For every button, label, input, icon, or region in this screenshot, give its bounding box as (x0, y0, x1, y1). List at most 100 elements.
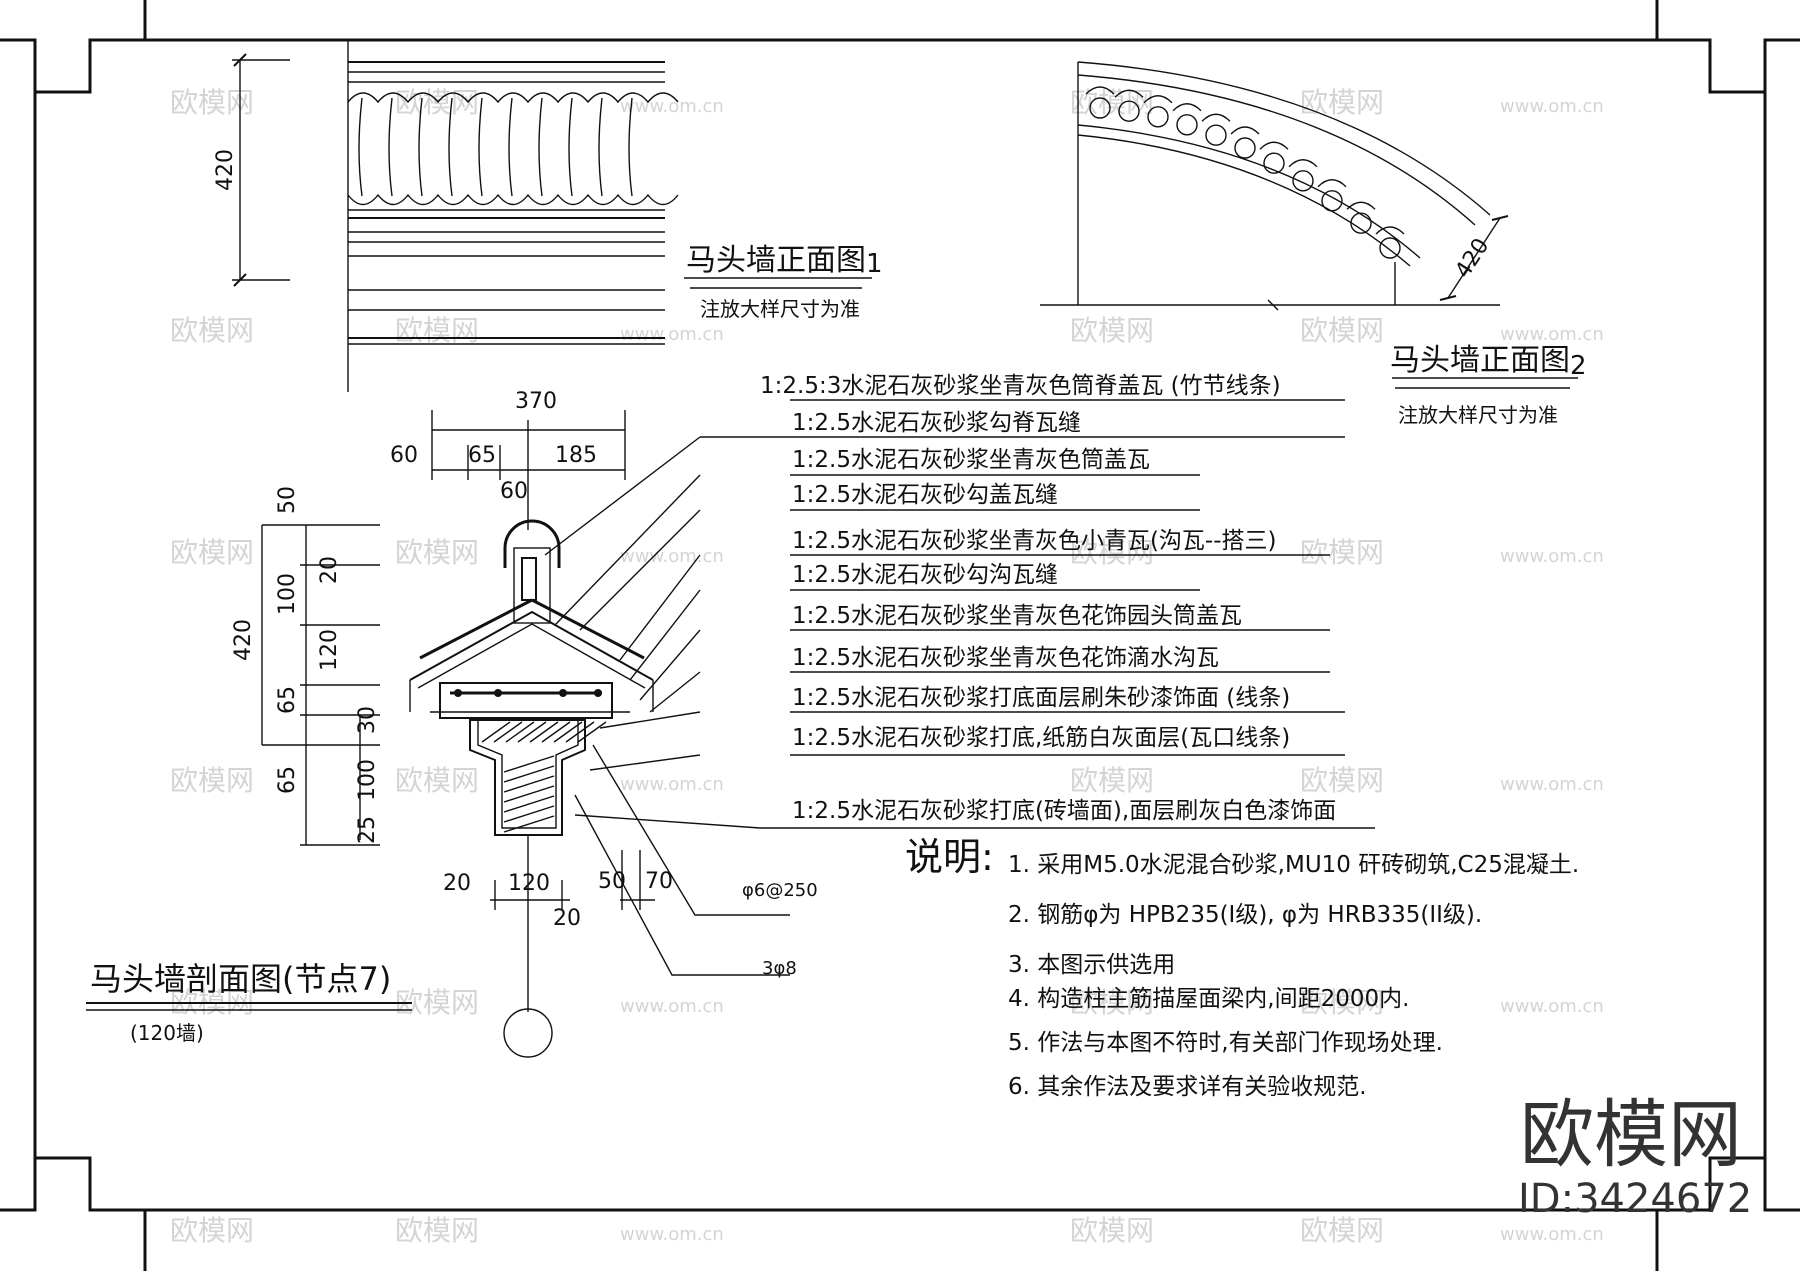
callout-list: 1:2.5:3水泥石灰砂浆坐青灰色筒脊盖瓦 (竹节线条) 1:2.5水泥石灰砂浆… (760, 373, 1336, 824)
elevation-2-note: 注放大样尺寸为准 (1398, 403, 1558, 427)
hatch-line (553, 721, 583, 743)
hatch-line (577, 721, 607, 743)
hatch-line (503, 815, 555, 833)
section-dim-bottom-70: 70 (645, 869, 673, 894)
section-dim-60-left: 60 (390, 443, 418, 468)
section-dim-370: 370 (515, 389, 557, 414)
section-dim-50: 50 (275, 486, 300, 514)
section-dim-60-center: 60 (500, 479, 528, 504)
roof-tile (1321, 190, 1343, 212)
elevation-2-title-number: 2 (1570, 351, 1587, 381)
section-dim-20: 20 (317, 556, 342, 584)
callout-text: 1:2.5水泥石灰砂浆打底(砖墙面),面层刷灰白色漆饰面 (792, 798, 1336, 824)
watermark-text: 欧模网 (170, 1214, 254, 1247)
watermark-text: 欧模网 (1070, 536, 1154, 569)
hatch-line (541, 721, 571, 743)
note-item: 3. 本图示供选用 (1008, 952, 1175, 978)
roof-tile-arc (1317, 179, 1347, 188)
roof-tile (1292, 170, 1314, 192)
roof-tile (1379, 237, 1401, 259)
roof-tile (538, 97, 543, 197)
hatch-line (493, 721, 523, 743)
roof-tile-arc (1375, 226, 1405, 235)
hatch-line (503, 795, 555, 813)
section-title: 马头墙剖面图(节点7) (90, 960, 391, 998)
watermark-text: 欧模网 (395, 764, 479, 797)
roof-tile (1118, 100, 1140, 122)
watermark-text: www.om.cn (1500, 774, 1604, 795)
roof-tile-arc (1288, 159, 1318, 168)
watermark-text: 欧模网 (170, 86, 254, 119)
watermark-text: 欧模网 (170, 536, 254, 569)
watermark-text: 欧模网 (1300, 314, 1384, 347)
section-dim-65-upper: 65 (275, 686, 300, 714)
watermark-text: www.om.cn (1500, 324, 1604, 345)
hatch-line (565, 721, 595, 743)
watermark-text: www.om.cn (620, 96, 724, 117)
roof-tile (418, 97, 423, 197)
roof-tile-arc (1114, 89, 1144, 98)
elevation-1-height-dim: 420 (213, 149, 238, 191)
elevation-2-title: 马头墙正面图 (1390, 343, 1570, 378)
section-dim-25: 25 (355, 816, 380, 844)
hatch-line (503, 775, 555, 793)
roof-tile-arc (1172, 103, 1202, 112)
hatch-line (503, 785, 555, 803)
section-drawing (261, 410, 790, 1058)
brand-id: ID:3424672 (1518, 1176, 1752, 1222)
section-dim-bottom-20-right: 20 (553, 906, 581, 931)
watermark-text: 欧模网 (1300, 1214, 1384, 1247)
elevation-1-note: 注放大样尺寸为准 (700, 297, 860, 321)
roof-tile (478, 97, 483, 197)
roof-tile (1205, 124, 1227, 146)
watermark-text: www.om.cn (620, 774, 724, 795)
section-dim-120: 120 (317, 629, 342, 671)
watermark-text: 欧模网 (1070, 764, 1154, 797)
hatch-line (481, 721, 511, 743)
section-dim-420: 420 (231, 619, 256, 661)
watermark-text: 欧模网 (395, 314, 479, 347)
watermark-text: 欧模网 (395, 1214, 479, 1247)
roof-tile (1176, 114, 1198, 136)
watermark-text: 欧模网 (1300, 86, 1384, 119)
rebar-label-stirrup: φ6@250 (742, 880, 818, 901)
watermark-text: 欧模网 (1300, 764, 1384, 797)
rebar-label-main: 3φ8 (762, 958, 797, 979)
section-dim-65: 65 (468, 443, 496, 468)
callout-leaders (544, 399, 1375, 829)
section-dim-100-lower: 100 (355, 759, 380, 801)
roof-tile-arc (1346, 201, 1376, 210)
hatch-line (529, 721, 559, 743)
elevation-1-title: 马头墙正面图 (686, 243, 866, 278)
section-dim-100: 100 (275, 573, 300, 615)
section-dim-30: 30 (355, 706, 380, 734)
hatch-line (505, 721, 535, 743)
roof-tile (1263, 152, 1285, 174)
watermark-text: www.om.cn (1500, 1224, 1604, 1245)
roof-tile (1147, 106, 1169, 128)
watermark-text: www.om.cn (620, 996, 724, 1017)
callout-text: 1:2.5水泥石灰砂浆坐青灰色小青瓦(沟瓦--搭三) (792, 528, 1277, 554)
section-dim-bottom-50: 50 (598, 869, 626, 894)
hatch-line (503, 805, 555, 823)
watermark-text: www.om.cn (620, 1224, 724, 1245)
watermark-text: www.om.cn (620, 546, 724, 567)
roof-tile (1234, 137, 1256, 159)
section-dim-185: 185 (555, 443, 597, 468)
watermark-text: 欧模网 (170, 764, 254, 797)
roof-tile (508, 97, 513, 197)
roof-tile-arc (1085, 86, 1115, 95)
notes-block: 说明: 1. 采用M5.0水泥混合砂浆,MU10 矸砖砌筑,C25混凝土. 2.… (905, 835, 1579, 1100)
roof-tile-arc (1143, 95, 1173, 104)
elevation-1-drawing (232, 40, 872, 392)
hatch-line (503, 755, 555, 773)
watermark-text: www.om.cn (1500, 96, 1604, 117)
notes-heading: 说明: (905, 835, 994, 879)
watermark-text: 欧模网 (1070, 1214, 1154, 1247)
roof-tile (388, 97, 393, 197)
hatch-line (517, 721, 547, 743)
elevation-1-title-number: 1 (866, 249, 883, 279)
